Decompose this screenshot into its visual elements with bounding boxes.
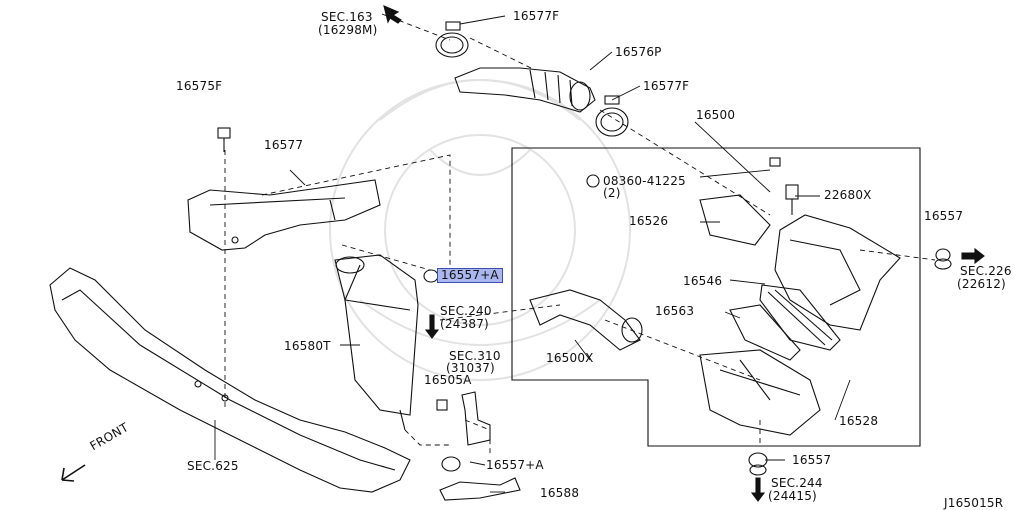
clamp-16577F-mid: [595, 95, 629, 137]
label-sec244-sub: (24415): [768, 489, 817, 503]
label-16580T: 16580T: [284, 339, 331, 353]
clamp-16577F-top: [435, 21, 469, 58]
grommet-16557A-highlight: [423, 269, 439, 283]
label-sec625: SEC.625: [187, 459, 239, 473]
part-16563: [729, 304, 801, 361]
arrow-sec244: [750, 477, 766, 502]
label-16557-bottom: 16557: [792, 453, 832, 467]
label-16526: 16526: [629, 214, 669, 228]
air-filter-16526: [699, 194, 771, 246]
grommet-16557-right: [934, 248, 952, 270]
air-cleaner-lower-16528: [699, 349, 821, 436]
standard-part-symbol: [586, 174, 600, 188]
arrow-sec163: [383, 5, 402, 24]
label-16577F-top: 16577F: [513, 9, 560, 23]
air-hose-16576P: [454, 67, 596, 113]
watermark-emblem: [329, 79, 631, 381]
bolt-08360: [769, 157, 781, 167]
bolt-16505A: [436, 399, 448, 411]
bracket-16588: [439, 477, 521, 501]
label-16546: 16546: [683, 274, 723, 288]
label-sec310: SEC.310: [449, 349, 501, 363]
resonator-16580T: [334, 254, 419, 431]
arrow-sec226: [961, 247, 985, 265]
callout-lines: [214, 15, 851, 493]
filter-element-16546: [759, 284, 841, 351]
hose-16500X: [529, 289, 643, 351]
grommet-16557-bottom: [748, 452, 768, 476]
label-sec163-sub: (16298M): [318, 23, 378, 37]
label-08360-41225: 08360-41225: [603, 174, 686, 188]
label-sec226-sub: (22612): [957, 277, 1006, 291]
arrow-front: [61, 464, 86, 482]
label-16575F: 16575F: [176, 79, 223, 93]
label-16557-right: 16557: [924, 209, 964, 223]
label-16505A: 16505A: [424, 373, 472, 387]
label-sec163: SEC.163: [321, 10, 373, 24]
label-16577F-mid: 16577F: [643, 79, 690, 93]
label-08360-count: (2): [603, 186, 621, 200]
label-16528: 16528: [839, 414, 879, 428]
air-cleaner-cover: [774, 214, 901, 331]
label-16500: 16500: [696, 108, 736, 122]
label-sec240: SEC.240: [440, 304, 492, 318]
grommet-16557A-bottom: [441, 456, 461, 472]
bolt-16575F: [217, 127, 231, 152]
label-16588: 16588: [540, 486, 580, 500]
label-16576P: 16576P: [615, 45, 662, 59]
arrow-sec240: [424, 314, 440, 339]
label-16563: 16563: [655, 304, 695, 318]
label-sec244: SEC.244: [771, 476, 823, 490]
label-16577: 16577: [264, 138, 304, 152]
label-16557A-bottom: 16557+A: [486, 458, 544, 472]
label-16500X: 16500X: [546, 351, 594, 365]
label-sec240-sub: (24387): [440, 317, 489, 331]
air-duct-16577: [187, 179, 381, 251]
sensor-22680X: [785, 184, 799, 215]
leader-lines: [224, 13, 936, 455]
label-16557A-highlighted[interactable]: 16557+A: [437, 268, 503, 283]
diagram-id: J165015R: [944, 496, 1004, 510]
bracket-upper: [461, 391, 491, 446]
label-sec226: SEC.226: [960, 264, 1012, 278]
label-sec310-sub: (31037): [446, 361, 495, 375]
label-22680X: 22680X: [824, 188, 872, 202]
assembly-16500-box: [511, 147, 921, 447]
core-support-SEC625: [49, 267, 411, 493]
